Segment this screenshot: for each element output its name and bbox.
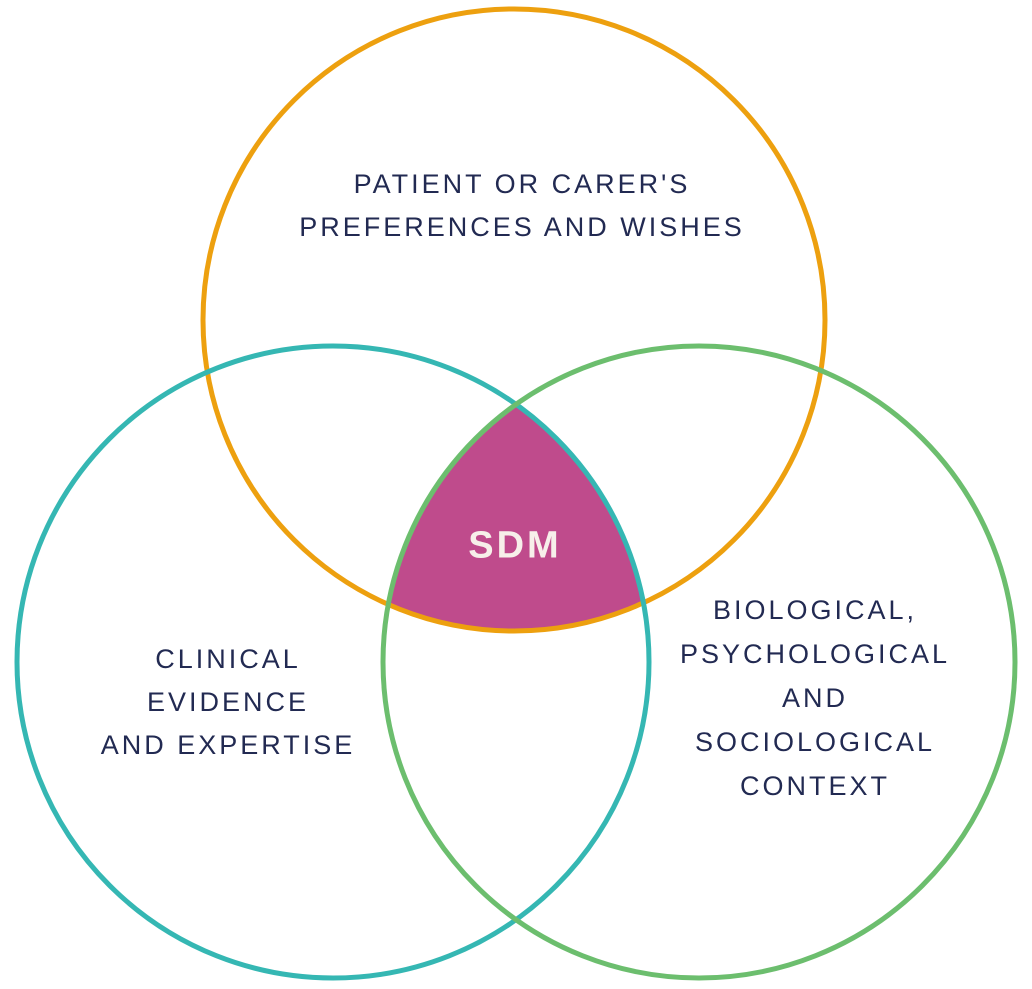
label-line: EVIDENCE	[146, 687, 310, 717]
label-line: AND EXPERTISE	[100, 730, 356, 760]
label-line: PSYCHOLOGICAL	[679, 639, 951, 669]
label-line: CLINICAL	[155, 644, 301, 674]
label-clinical-evidence: CLINICAL EVIDENCE AND EXPERTISE	[101, 638, 356, 767]
sdm-intersection-region	[383, 346, 649, 631]
label-line: BIOLOGICAL,	[712, 595, 918, 625]
circle-clinical-evidence-outline	[14, 343, 652, 981]
label-line: PREFERENCES AND WISHES	[299, 212, 745, 242]
label-patient-preferences: PATIENT OR CARER'S PREFERENCES AND WISHE…	[299, 163, 745, 249]
label-line: CONTEXT	[739, 771, 891, 801]
sdm-label: SDM	[468, 524, 562, 567]
circle-biopsychosocial-outline	[380, 343, 1018, 981]
label-line: SOCIOLOGICAL	[694, 727, 936, 757]
label-line: PATIENT OR CARER'S	[353, 169, 691, 199]
label-biopsychosocial: BIOLOGICAL, PSYCHOLOGICAL AND SOCIOLOGIC…	[680, 588, 950, 808]
sdm-intersection-fill	[383, 346, 649, 631]
label-line: AND	[781, 683, 849, 713]
circle-patient-preferences-outline	[200, 6, 828, 634]
